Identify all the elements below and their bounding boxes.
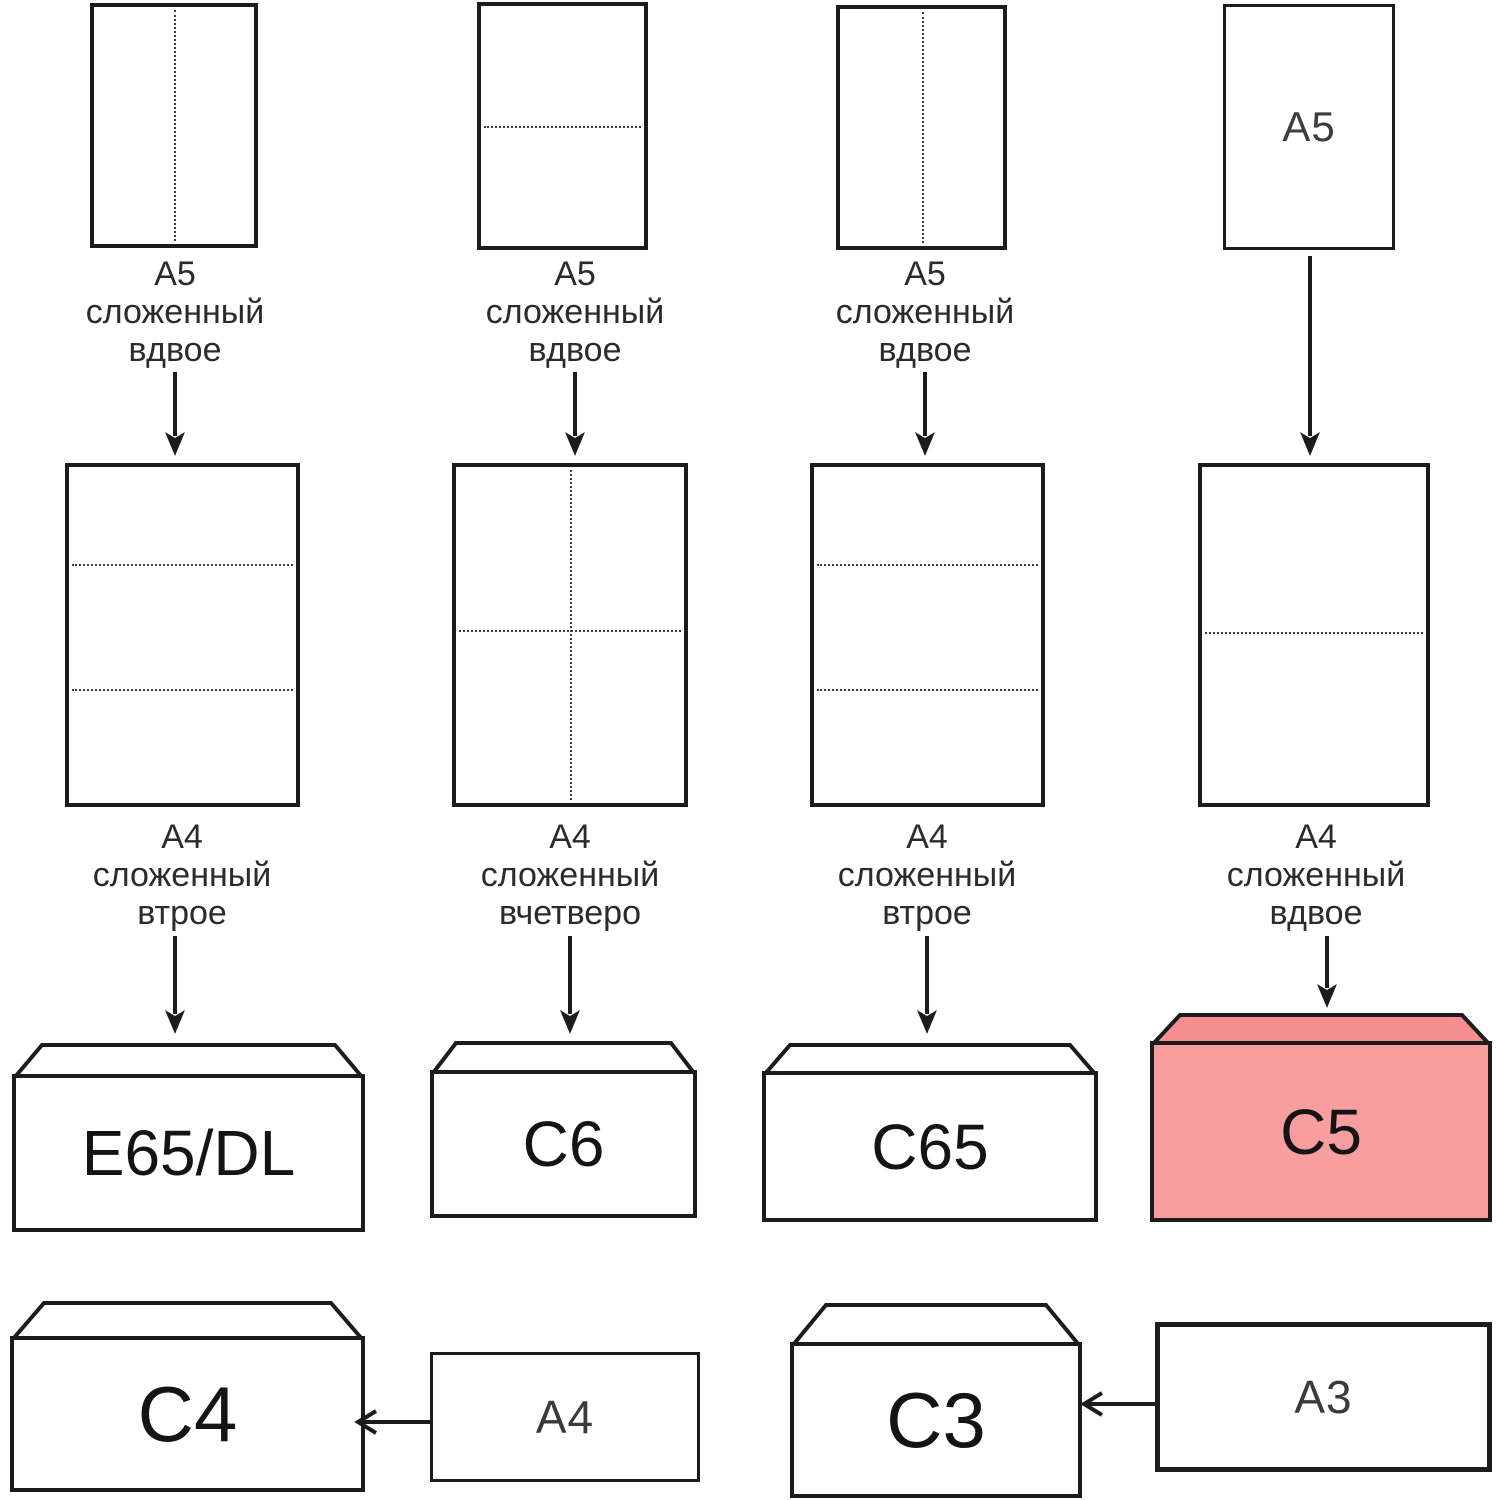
paper-a5-flat: A5	[1223, 4, 1395, 250]
arrow-down-icon	[565, 372, 585, 456]
caption-line: втрое	[882, 894, 972, 932]
fold-line-horizontal-icon	[72, 564, 293, 567]
caption-line: сложенный	[1226, 856, 1406, 894]
envelope-body: C5	[1150, 1041, 1492, 1222]
caption-line: сложенный	[480, 856, 660, 894]
caption-line: сложенный	[85, 293, 265, 331]
paper-a4-fold-thirds-1	[65, 463, 300, 807]
envelope-label: E65/DL	[81, 1117, 296, 1189]
fold-line-horizontal-icon	[1205, 631, 1423, 634]
fold-line-horizontal-icon	[817, 564, 1038, 567]
paper-a5-label: A5	[1282, 103, 1336, 150]
caption-line: А5	[904, 255, 946, 293]
envelope-body: C4	[10, 1336, 365, 1492]
caption-line: вдвое	[878, 331, 972, 369]
caption-a4-fold-2: А4 сложенный вчетверо	[400, 818, 740, 932]
caption-line: сложенный	[837, 856, 1017, 894]
caption-a5-fold-3: А5 сложенный вдвое	[755, 255, 1095, 369]
caption-a4-fold-3: А4 сложенный втрое	[757, 818, 1097, 932]
envelope-c3: C3	[790, 1302, 1082, 1498]
envelope-label: C3	[886, 1375, 986, 1464]
caption-line: сложенный	[835, 293, 1015, 331]
caption-line: вдвое	[1269, 894, 1363, 932]
fold-line-horizontal-icon	[72, 688, 293, 691]
paper-a4-fold-thirds-2	[810, 463, 1045, 807]
caption-line: А4	[906, 818, 948, 856]
envelope-label: C6	[522, 1108, 605, 1180]
paper-a3-flat: A3	[1155, 1322, 1492, 1472]
caption-line: вдвое	[128, 331, 222, 369]
fold-line-horizontal-icon	[459, 629, 681, 632]
fold-line-vertical-icon	[174, 10, 176, 241]
envelope-c6: C6	[430, 1040, 697, 1218]
envelope-c65: C65	[762, 1042, 1098, 1222]
caption-line: вчетверо	[498, 894, 641, 932]
arrow-down-icon	[560, 936, 580, 1034]
caption-line: А5	[154, 255, 196, 293]
paper-a4-fold-half	[1198, 463, 1430, 807]
arrow-down-icon	[1300, 256, 1320, 456]
envelope-body: C6	[430, 1070, 697, 1218]
fold-line-horizontal-icon	[817, 688, 1038, 691]
arrow-down-icon	[165, 372, 185, 456]
fold-line-vertical-icon	[570, 470, 572, 800]
arrow-left-icon	[1080, 1391, 1156, 1417]
paper-a4-flat: A4	[430, 1352, 700, 1482]
caption-line: сложенный	[92, 856, 272, 894]
caption-line: втрое	[137, 894, 227, 932]
caption-a5-fold-2: А5 сложенный вдвое	[405, 255, 745, 369]
caption-a4-fold-4: А4 сложенный вдвое	[1146, 818, 1486, 932]
caption-line: А4	[1295, 818, 1337, 856]
paper-a4-label: A4	[535, 1391, 595, 1443]
caption-line: сложенный	[485, 293, 665, 331]
caption-a4-fold-1: А4 сложенный втрое	[12, 818, 352, 932]
envelope-body: C3	[790, 1342, 1082, 1498]
envelope-body: C65	[762, 1071, 1098, 1222]
envelope-label: C5	[1280, 1095, 1362, 1168]
caption-line: А4	[549, 818, 591, 856]
envelope-label: C65	[871, 1110, 989, 1183]
arrow-down-icon	[917, 936, 937, 1034]
caption-line: вдвое	[528, 331, 622, 369]
envelope-body: E65/DL	[12, 1074, 365, 1232]
caption-line: А4	[161, 818, 203, 856]
arrow-down-icon	[915, 372, 935, 456]
arrow-down-icon	[1317, 936, 1337, 1008]
paper-a5-fold-vertical-1	[90, 3, 258, 248]
arrow-down-icon	[165, 936, 185, 1034]
envelope-label: C4	[137, 1369, 238, 1458]
fold-line-vertical-icon	[921, 12, 924, 243]
envelope-c5-highlighted: C5	[1150, 1012, 1492, 1222]
paper-a3-label: A3	[1294, 1371, 1353, 1423]
paper-a5-fold-vertical-2	[836, 5, 1007, 250]
fold-line-horizontal-icon	[484, 126, 641, 128]
caption-a5-fold-1: А5 сложенный вдвое	[5, 255, 345, 369]
envelope-e65dl: E65/DL	[12, 1042, 365, 1232]
envelope-c4: C4	[10, 1300, 365, 1492]
arrow-left-icon	[354, 1409, 432, 1435]
paper-a5-fold-horizontal	[477, 2, 648, 250]
paper-a4-fold-quarters	[452, 463, 688, 807]
caption-line: А5	[554, 255, 596, 293]
